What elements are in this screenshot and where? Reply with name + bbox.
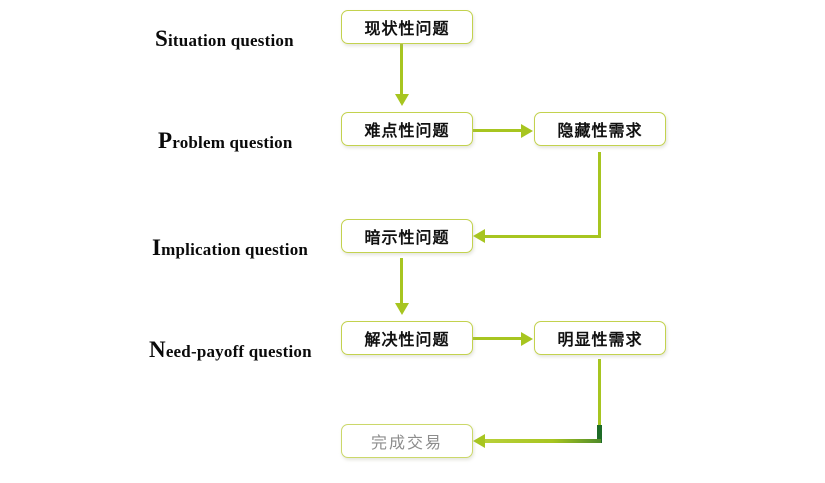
- stage-label-need-payoff: Need-payoff question: [149, 338, 312, 361]
- connector-implication-to-need-payoff-line: [400, 258, 403, 312]
- stage-label-situation-initial: S: [155, 26, 168, 51]
- stage-label-problem: Problem question: [158, 129, 293, 152]
- connector-problem-to-hidden-need-line: [473, 129, 527, 132]
- node-implication-question[interactable]: 暗示性问题: [341, 219, 473, 253]
- connector-hidden-need-to-implication-arrowhead: [473, 229, 485, 243]
- node-hidden-need[interactable]: 隐藏性需求: [534, 112, 666, 146]
- stage-label-implication-initial: I: [152, 235, 162, 260]
- connector-need-payoff-to-explicit-need-line: [473, 337, 527, 340]
- node-implication-question-label: 暗示性问题: [364, 228, 450, 247]
- connector-situation-to-problem-arrowhead: [395, 94, 409, 106]
- connector-explicit-need-to-deal-done-horizontal: [481, 439, 601, 443]
- stage-label-situation: Situation question: [155, 27, 294, 50]
- connector-explicit-need-to-deal-done-elbow: [597, 425, 602, 443]
- connector-implication-to-need-payoff-arrowhead: [395, 303, 409, 315]
- connector-hidden-need-to-implication-horizontal: [481, 235, 601, 238]
- connector-need-payoff-to-explicit-need-arrowhead: [521, 332, 533, 346]
- node-explicit-need-label: 明显性需求: [557, 330, 643, 349]
- connector-hidden-need-to-implication-vertical: [598, 152, 601, 237]
- node-deal-done-label: 完成交易: [370, 433, 443, 452]
- connector-explicit-need-to-deal-done-vertical: [598, 359, 601, 427]
- node-need-payoff-question-label: 解决性问题: [364, 330, 450, 349]
- connector-situation-to-problem-line: [400, 43, 403, 103]
- node-problem-question[interactable]: 难点性问题: [341, 112, 473, 146]
- node-explicit-need[interactable]: 明显性需求: [534, 321, 666, 355]
- stage-label-implication-rest: mplication question: [161, 240, 309, 259]
- node-situation-question-label: 现状性问题: [364, 19, 450, 38]
- node-deal-done[interactable]: 完成交易: [341, 424, 473, 458]
- stage-label-problem-rest: roblem question: [172, 133, 293, 152]
- stage-label-need-payoff-rest: eed-payoff question: [165, 342, 312, 361]
- stage-label-problem-initial: P: [158, 128, 173, 153]
- connector-problem-to-hidden-need-arrowhead: [521, 124, 533, 138]
- node-situation-question[interactable]: 现状性问题: [341, 10, 473, 44]
- stage-label-implication: Implication question: [152, 236, 308, 259]
- stage-label-need-payoff-initial: N: [149, 337, 166, 362]
- stage-label-situation-rest: ituation question: [168, 31, 294, 50]
- connector-explicit-need-to-deal-done-arrowhead: [473, 434, 485, 448]
- node-need-payoff-question[interactable]: 解决性问题: [341, 321, 473, 355]
- node-hidden-need-label: 隐藏性需求: [557, 121, 643, 140]
- node-problem-question-label: 难点性问题: [364, 121, 450, 140]
